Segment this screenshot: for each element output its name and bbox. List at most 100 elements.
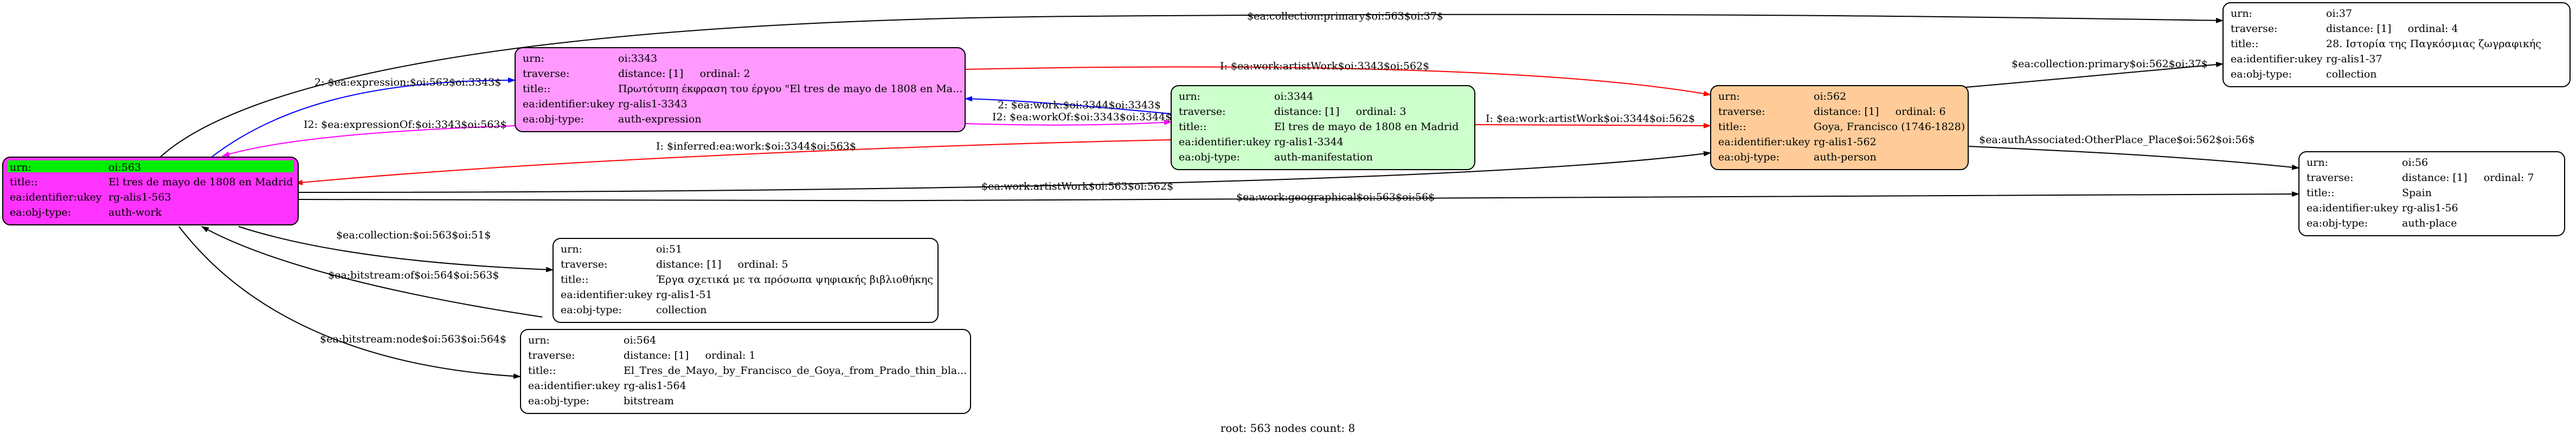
row-key: urn: [2307,157,2328,169]
edge-label: $ea:collection:primary$oi:562$oi:37$ [2012,58,2208,70]
edge-3343-to-563[interactable]: I2: $ea:expressionOf:$oi:3343$oi:563$ [222,119,516,157]
row-value: auth-person [1814,151,1877,163]
node-56[interactable]: urn: oi:56 traverse: distance: [1] ordin… [2298,151,2565,236]
row-value: oi:562 [1814,90,1846,102]
edge-563-to-51[interactable]: $ea:collection:$oi:563$oi:51$ [238,226,554,273]
edge-label: $ea:bitstream:node$oi:563$oi:564$ [320,333,506,345]
row-key: title:: [561,274,588,286]
node-3344[interactable]: urn: oi:3344 traverse: distance: [1] ord… [1171,85,1475,170]
row-value: oi:3343 [618,53,657,64]
row-key: ea:obj-type: [561,304,622,316]
row-key: title:: [2231,38,2258,50]
row-value: distance: [1] ordinal: 7 [2402,172,2534,184]
row-key: ea:identifier:ukey [561,289,653,301]
row-value: oi:3344 [1274,90,1313,102]
edge-label: I: $ea:work:artistWork$oi:3344$oi:562$ [1486,113,1695,125]
edge-label: I: $inferred:ea:work:$oi:3344$oi:563$ [656,140,856,152]
row-key: urn: [561,243,582,255]
row-key: urn: [1718,90,1740,102]
row-value: Πρωτότυπη έκφραση του έργου "El tres de … [618,83,962,95]
row-value: auth-manifestation [1274,151,1373,163]
edge-3344-to-562[interactable]: I: $ea:work:artistWork$oi:3344$oi:562$ [1474,113,1711,128]
row-key: ea:obj-type: [2231,68,2292,80]
edge-3344-to-563[interactable]: I: $inferred:ea:work:$oi:3344$oi:563$ [295,139,1172,185]
row-key: urn: [528,334,550,346]
row-value: collection [656,304,707,316]
row-value: El tres de mayo de 1808 en Madrid [108,176,293,188]
row-key: ea:obj-type: [10,206,71,218]
row-value: bitstream [624,395,674,407]
row-value: rg-alis1-563 [108,191,171,203]
row-key: title:: [523,83,550,95]
edge-563-to-564[interactable]: $ea:bitstream:node$oi:563$oi:564$ [178,226,521,379]
node-562[interactable]: urn: oi:562 traverse: distance: [1] ordi… [1710,85,1969,170]
row-key: ea:identifier:ukey [523,98,615,110]
row-key: ea:obj-type: [2307,217,2368,229]
edges: $ea:collection:primary$oi:563$oi:37$ $ea… [157,10,2299,379]
edge-563-to-37[interactable]: $ea:collection:primary$oi:563$oi:37$ [157,10,2224,160]
edge-563-to-56[interactable]: $ea:work:geographical$oi:563$oi:56$ [295,191,2299,203]
row-key: urn: [2231,8,2252,20]
edge-562-to-37[interactable]: $ea:collection:primary$oi:562$oi:37$ [1941,58,2224,90]
row-value: oi:56 [2402,157,2428,169]
edge-3343-to-3344[interactable]: I2: $ea:workOf:$oi:3343$oi:3344$ [965,111,1172,126]
row-value: El_Tres_de_Mayo,_by_Francisco_de_Goya,_f… [624,365,967,377]
row-value: distance: [1] ordinal: 6 [1814,106,1946,118]
row-value: rg-alis1-562 [1814,136,1877,148]
edge-label: $ea:collection:primary$oi:563$oi:37$ [1247,10,1443,22]
node-51[interactable]: urn: oi:51 traverse: distance: [1] ordin… [553,238,939,323]
row-key: ea:identifier:ukey [1718,136,1810,148]
row-key: urn: [10,161,31,173]
edge-563-to-3343[interactable]: 2: $ea:expression:$oi:563$oi:3343$ [211,76,516,158]
node-564[interactable]: urn: oi:564 traverse: distance: [1] ordi… [520,329,971,414]
row-key: ea:identifier:ukey [2307,202,2399,214]
edge-3344-to-3343[interactable]: 2: $ea:work:$oi:3344$oi:3343$ [965,96,1172,114]
row-value: distance: [1] ordinal: 4 [2326,23,2458,35]
row-key: ea:obj-type: [528,395,589,407]
row-value: rg-alis1-37 [2326,53,2382,65]
row-key: ea:identifier:ukey [2231,53,2323,65]
row-value: Spain [2402,187,2432,199]
row-key: traverse: [2231,23,2278,35]
edge-label: $ea:work:artistWork$oi:563$oi:562$ [981,180,1173,192]
row-value: oi:563 [108,161,141,173]
edge-label: 2: $ea:expression:$oi:563$oi:3343$ [314,76,501,88]
row-key: urn: [1179,90,1200,102]
row-key: title:: [1179,121,1206,133]
row-value: distance: [1] ordinal: 1 [624,350,756,361]
nodes: urn: oi:563 title:: El tres de mayo de 1… [2,2,2571,414]
node-37[interactable]: urn: oi:37 traverse: distance: [1] ordin… [2222,2,2571,87]
row-key: ea:identifier:ukey [528,380,620,392]
edge-label: $ea:bitstream:of$oi:564$oi:563$ [328,269,499,281]
row-value: rg-alis1-3344 [1274,136,1344,148]
edge-label: I2: $ea:workOf:$oi:3343$oi:3344$ [992,111,1172,123]
edge-label: $ea:work:geographical$oi:563$oi:56$ [1236,191,1435,203]
edge-label: I: $ea:work:artistWork$oi:3343$oi:562$ [1220,60,1429,72]
row-key: title:: [2307,187,2334,199]
edge-label: $ea:authAssociated:OtherPlace_Place$oi:5… [1979,134,2255,146]
row-key: title:: [10,176,37,188]
row-value: rg-alis1-3343 [618,98,688,110]
row-key: traverse: [1718,106,1765,118]
row-key: traverse: [1179,106,1226,118]
edge-3343-to-562[interactable]: I: $ea:work:artistWork$oi:3343$oi:562$ [965,60,1711,96]
row-value: oi:564 [624,334,656,346]
edge-564-to-563-of[interactable]: $ea:bitstream:of$oi:564$oi:563$ [201,226,543,318]
row-value: auth-place [2402,217,2457,229]
graph-caption: root: 563 nodes count: 8 [1220,422,1355,435]
edge-label: $ea:collection:$oi:563$oi:51$ [336,229,491,241]
row-key: ea:obj-type: [1718,151,1780,163]
edge-563-to-562[interactable]: $ea:work:artistWork$oi:563$oi:562$ [295,151,1711,193]
row-value: oi:51 [656,243,682,255]
row-value: auth-expression [618,113,702,125]
row-key: traverse: [528,350,575,361]
node-3343[interactable]: urn: oi:3343 traverse: distance: [1] ord… [515,47,966,132]
node-563[interactable]: urn: oi:563 title:: El tres de mayo de 1… [2,157,299,225]
row-key: traverse: [523,68,570,80]
edge-562-to-56[interactable]: $ea:authAssociated:OtherPlace_Place$oi:5… [1968,134,2299,170]
row-value: distance: [1] ordinal: 5 [656,258,788,270]
row-value: rg-alis1-56 [2402,202,2458,214]
row-key: ea:identifier:ukey [10,191,102,203]
row-key: traverse: [561,258,608,270]
